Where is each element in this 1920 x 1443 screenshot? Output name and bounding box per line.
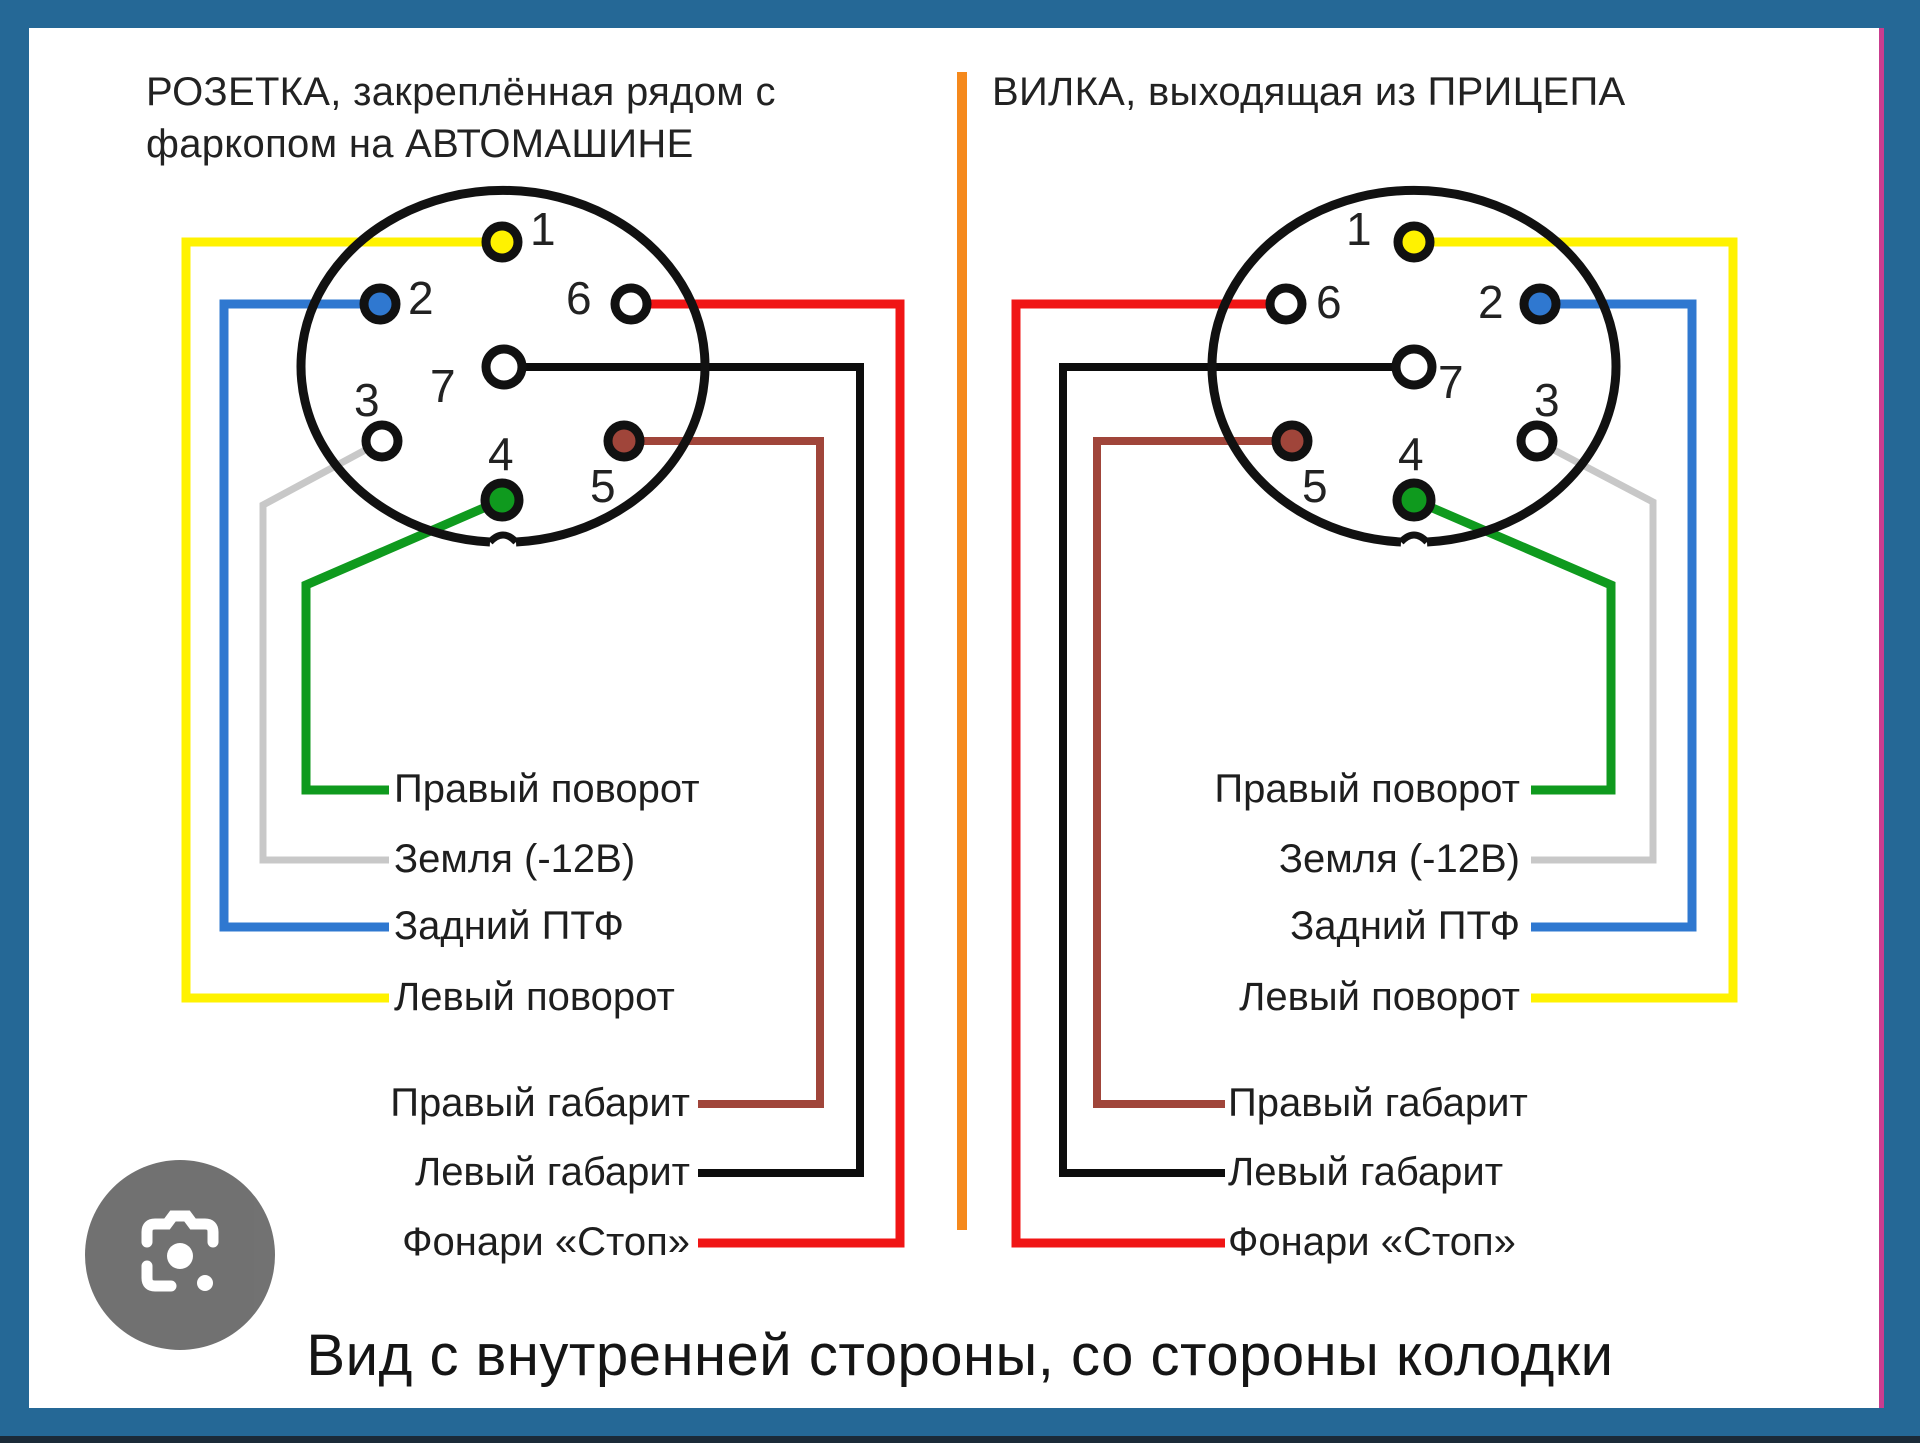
right-title: ВИЛКА, выходящая из ПРИЦЕПА [992, 66, 1626, 118]
left-pin-1 [481, 221, 523, 263]
left-wire-pin2 [219, 299, 389, 932]
right-wire-pin5 [1093, 437, 1292, 1108]
right-wire-pin7 [1059, 363, 1414, 1177]
lens-icon [141, 1210, 219, 1292]
left-pin-number-6: 6 [566, 272, 592, 324]
right-connector: 1 6 2 7 3 4 5 Правый поворот Земля (-12В… [1011, 185, 1738, 1264]
right-pin-number-6: 6 [1316, 276, 1342, 328]
right-label-ground: Земля (-12В) [1279, 837, 1520, 881]
right-wire-pin4 [1412, 495, 1616, 795]
left-wire-pin1 [181, 237, 502, 1003]
right-connector-notch [1398, 531, 1430, 545]
left-title: РОЗЕТКА, закреплённая рядом с фаркопом н… [146, 66, 776, 170]
left-pin-3 [361, 420, 403, 462]
left-label-rear-fog: Задний ПТФ [394, 904, 624, 948]
left-pin-number-3: 3 [354, 374, 380, 426]
right-wire-pin6 [1011, 299, 1286, 1248]
right-pin-2 [1519, 283, 1561, 325]
right-pin-3 [1516, 420, 1558, 462]
left-wire-pin3 [259, 437, 389, 864]
left-label-brake-lights: Фонари «Стоп» [402, 1220, 690, 1264]
left-pin-number-7: 7 [430, 360, 456, 412]
left-label-right-marker: Правый габарит [390, 1081, 690, 1125]
right-pin-number-2: 2 [1478, 276, 1504, 328]
right-label-left-marker: Левый габарит [1228, 1150, 1503, 1194]
left-pin-number-2: 2 [408, 272, 434, 324]
left-pin-6 [610, 283, 652, 325]
right-wire-pin2 [1531, 299, 1697, 932]
left-wire-pin6 [631, 299, 905, 1248]
right-pin-number-3: 3 [1534, 374, 1560, 426]
left-title-line1: РОЗЕТКА, закреплённая рядом с [146, 70, 776, 114]
right-label-right-marker: Правый габарит [1228, 1081, 1528, 1125]
left-pin-number-1: 1 [530, 203, 556, 255]
right-label-right-turn: Правый поворот [1214, 767, 1520, 811]
right-connector-housing [1207, 185, 1621, 547]
right-label-rear-fog: Задний ПТФ [1290, 904, 1520, 948]
left-connector: 1 2 6 7 3 4 5 Правый поворот Земля (-12В… [181, 185, 905, 1264]
left-label-left-turn: Левый поворот [394, 975, 675, 1019]
left-pin-number-5: 5 [590, 460, 616, 512]
lens-button[interactable] [85, 1160, 275, 1350]
right-pin-number-7: 7 [1438, 356, 1464, 408]
right-label-left-turn: Левый поворот [1239, 975, 1520, 1019]
left-wire-pin7 [504, 363, 864, 1177]
right-pin-1 [1393, 221, 1435, 263]
right-pin-number-4: 4 [1398, 428, 1424, 480]
right-pin-6 [1265, 283, 1307, 325]
bottom-strip [0, 1436, 1920, 1443]
left-wire-pin5 [624, 437, 824, 1108]
caption: Вид с внутренней стороны, со стороны кол… [306, 1323, 1614, 1388]
left-wire-pin4 [301, 495, 504, 795]
left-pin-2 [359, 283, 401, 325]
right-pin-number-1: 1 [1346, 203, 1372, 255]
left-label-ground: Земля (-12В) [394, 837, 635, 881]
right-pin-number-5: 5 [1302, 460, 1328, 512]
right-pin-4 [1392, 478, 1436, 522]
right-wire-pin3 [1531, 437, 1657, 864]
left-title-line2: фаркопом на АВТОМАШИНЕ [146, 122, 694, 166]
left-pin-number-4: 4 [488, 428, 514, 480]
left-connector-housing [296, 185, 710, 547]
left-label-left-marker: Левый габарит [415, 1150, 690, 1194]
left-pin-4 [480, 478, 524, 522]
right-label-brake-lights: Фонари «Стоп» [1228, 1220, 1516, 1264]
left-pin-5 [603, 420, 645, 462]
left-label-right-turn: Правый поворот [394, 767, 700, 811]
left-pin-7 [481, 344, 527, 390]
left-connector-notch [487, 531, 519, 545]
right-pin-7 [1391, 344, 1437, 390]
right-title-line1: ВИЛКА, выходящая из ПРИЦЕПА [992, 70, 1626, 114]
right-pin-5 [1271, 420, 1313, 462]
right-wire-pin1 [1414, 237, 1738, 1003]
